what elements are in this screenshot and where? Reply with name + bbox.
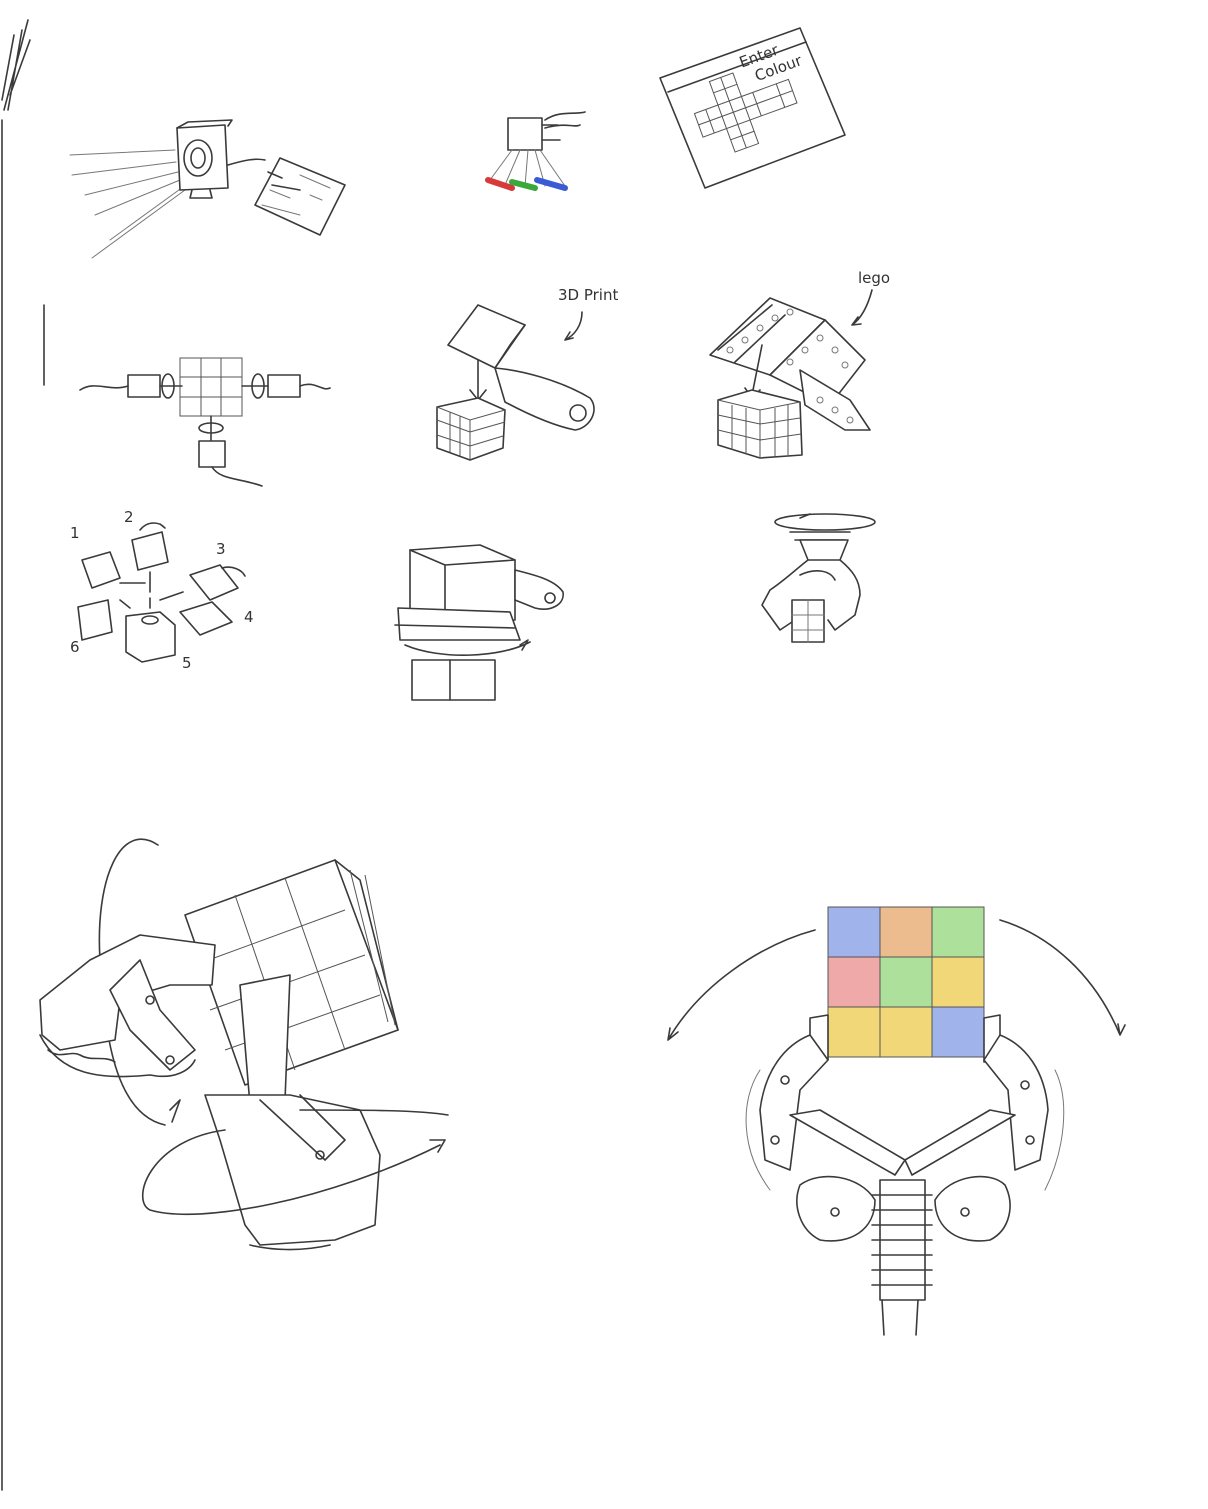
enter-colour-screen-sketch: Enter Colour (659, 27, 846, 189)
lego-label: lego (858, 269, 890, 287)
gripper-colour-cube-sketch (667, 906, 1126, 1336)
sensor-blue-stroke (534, 177, 568, 191)
colour-cell (828, 957, 880, 1007)
motor-number-3: 3 (216, 540, 226, 558)
spinning-gripper-sketch (761, 513, 876, 643)
colour-cell (880, 1007, 932, 1057)
lego-flipper-sketch: lego (709, 269, 890, 459)
colour-cell (932, 1007, 984, 1057)
sensor-green-stroke (509, 179, 538, 191)
six-motor-sketch: 1 2 3 4 5 6 (70, 508, 254, 672)
colour-cell (828, 1007, 880, 1057)
colour-cell (932, 957, 984, 1007)
printed-flipper-sketch: 3D Print (436, 286, 618, 461)
colour-face-grid (827, 906, 985, 1058)
colour-cell (932, 907, 984, 957)
color-sensor-sketch (485, 111, 586, 191)
colour-cell (880, 907, 932, 957)
motor-number-5: 5 (182, 654, 192, 672)
print-3d-label: 3D Print (558, 286, 618, 304)
webcam-sketch (69, 119, 346, 259)
colour-cell (880, 957, 932, 1007)
motor-layout-sketch (43, 304, 331, 487)
rotating-platform-sketch (394, 544, 564, 701)
robot-hands-cube-sketch (39, 838, 449, 1251)
sensor-red-stroke (485, 177, 515, 191)
colour-cell (828, 907, 880, 957)
motor-number-2: 2 (124, 508, 134, 526)
motor-number-1: 1 (70, 524, 80, 542)
motor-number-4: 4 (244, 608, 254, 626)
page-edge-marks (1, 19, 31, 1491)
motor-number-6: 6 (70, 638, 80, 656)
